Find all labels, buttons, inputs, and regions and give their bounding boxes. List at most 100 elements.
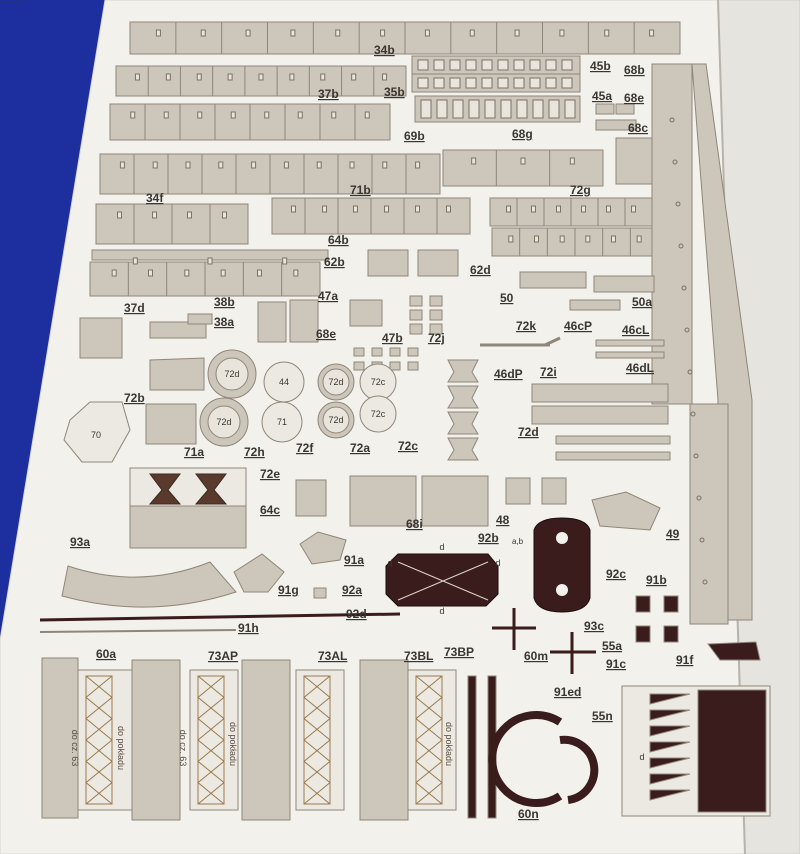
window-mark (132, 257, 138, 265)
window (417, 77, 429, 89)
window-mark (227, 73, 233, 81)
part-label: 60m (524, 649, 548, 663)
window-mark (364, 111, 370, 119)
part-label: 72g (570, 183, 591, 197)
small-plate (233, 553, 285, 593)
small-part (615, 103, 635, 115)
part-label: 71a (184, 445, 204, 459)
truss-bar (85, 675, 113, 698)
window (500, 99, 512, 119)
disc-label: 72c (371, 377, 386, 387)
rivet (681, 285, 687, 291)
truss-bar (197, 782, 225, 805)
small-part (295, 479, 327, 517)
window (481, 77, 493, 89)
disc-label: 44 (279, 377, 289, 387)
part-label: 91g (278, 583, 299, 597)
truss-bar (197, 760, 225, 784)
small-square (429, 295, 443, 307)
truss-bar (197, 696, 225, 720)
window-mark (165, 73, 171, 81)
hexagon-part (63, 401, 131, 463)
window-mark (119, 161, 125, 169)
part-label: 93a (70, 535, 90, 549)
window-mark (230, 111, 236, 119)
disc-label: 72d (224, 369, 239, 379)
disc-label: 72d (216, 417, 231, 427)
truss-bar (303, 782, 331, 805)
disc-inner (322, 368, 350, 396)
part-label: 73AP (208, 649, 238, 663)
part-label: 46dP (494, 367, 523, 381)
part-label: 72i (540, 365, 557, 379)
side-text: do pokładu (228, 722, 238, 766)
rod (544, 336, 561, 347)
disc-inner (215, 357, 249, 391)
window-mark (506, 205, 511, 213)
small-part (595, 103, 615, 115)
frame-panel (295, 669, 345, 811)
bridge-part (349, 475, 417, 527)
part-label: 91a (344, 553, 364, 567)
mark-d: d (439, 542, 444, 552)
long-rod (39, 612, 401, 622)
part-label: 46cP (564, 319, 592, 333)
window (532, 99, 544, 119)
window (417, 59, 429, 71)
window-mark (152, 211, 157, 219)
dark-block (697, 689, 767, 813)
curved-plate (61, 561, 237, 608)
small-square (389, 347, 401, 357)
window-mark (185, 161, 191, 169)
panel (257, 301, 287, 343)
side-text: do cz. 63 (178, 730, 188, 767)
side-text: do cz. 63 (70, 730, 80, 767)
hole (556, 532, 568, 544)
window-mark (196, 73, 202, 81)
small-square (407, 361, 419, 371)
dark-wedge (649, 709, 691, 721)
window (513, 59, 525, 71)
disc-label: 72d (328, 377, 343, 387)
window-mark (258, 73, 264, 81)
window (465, 59, 477, 71)
hull-strip (115, 65, 407, 97)
disc-label: 72c (371, 409, 386, 419)
shield-part (149, 357, 205, 391)
truss-bar (303, 696, 331, 720)
part-label: 91f (676, 653, 694, 667)
truss-bar (415, 760, 443, 784)
window-mark (152, 161, 158, 169)
window-mark (382, 161, 388, 169)
window-mark (245, 29, 251, 37)
truss-bar (85, 739, 113, 762)
window (465, 77, 477, 89)
bracket (447, 359, 479, 383)
flat-part (569, 299, 621, 311)
window-mark (353, 205, 358, 213)
part-label: 55a (602, 639, 622, 653)
dark-wedge (649, 789, 691, 801)
window-mark (257, 269, 262, 277)
grille (349, 299, 383, 327)
part-label: 48 (496, 513, 510, 527)
flat-part (519, 271, 587, 289)
rivet (690, 411, 696, 417)
window (561, 59, 573, 71)
truss-bar (415, 782, 443, 805)
window-mark (134, 73, 140, 81)
emblem-base (129, 505, 247, 549)
mark-d: d (439, 606, 444, 616)
arc-part (488, 711, 563, 807)
window-mark (322, 205, 327, 213)
long-part (531, 383, 669, 403)
part-label: 91h (238, 621, 259, 635)
window (449, 59, 461, 71)
window-mark (200, 29, 206, 37)
window-mark (331, 111, 337, 119)
arc-part (559, 735, 599, 804)
window (516, 99, 528, 119)
window (548, 99, 560, 119)
window-mark (520, 157, 526, 165)
rivet (702, 579, 708, 585)
